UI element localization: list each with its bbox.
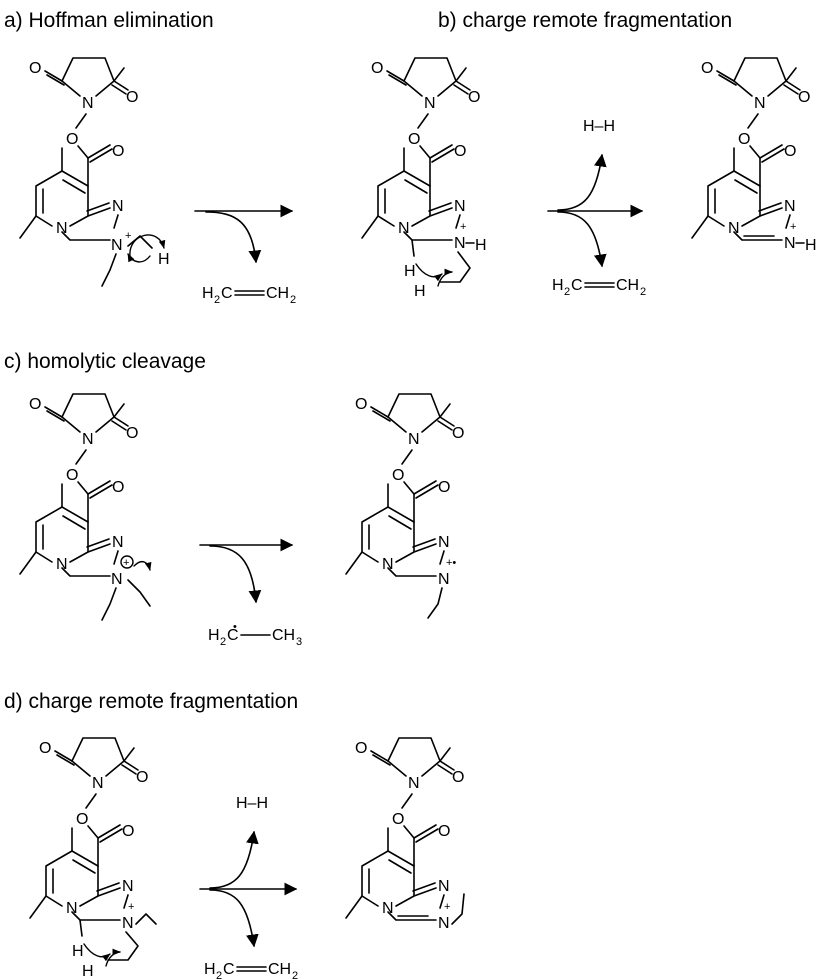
svg-text:2: 2 — [220, 636, 226, 648]
ethene-byproduct — [203, 960, 299, 980]
product-c: N +• — [345, 393, 466, 619]
svg-text:+•: +• — [446, 557, 456, 569]
svg-text:•: • — [233, 621, 237, 633]
svg-text:+: + — [123, 557, 129, 569]
svg-text:C: C — [227, 627, 239, 644]
beta-hydrogen-label: H — [158, 251, 170, 268]
quaternary-nitrogen-label: N — [111, 571, 123, 588]
ethene-byproduct — [201, 284, 297, 307]
intermediate-b: N + H H H — [361, 57, 487, 300]
product-b: N + H — [691, 57, 817, 254]
hydrogen-label: H — [72, 943, 84, 960]
svg-text:CH: CH — [272, 627, 295, 644]
svg-text:+: + — [444, 901, 450, 913]
cationic-nitrogen-label: N — [784, 235, 796, 252]
hydrogen-label: H — [404, 263, 416, 280]
reactant-c: N + — [19, 393, 152, 621]
panel-d-title: d) charge remote fragmentation — [4, 690, 298, 713]
ethyl-radical-byproduct: H 2 C • CH 3 — [208, 621, 302, 648]
hydrogen-label: H — [805, 237, 817, 254]
hydrogen-label: H — [82, 963, 94, 980]
panel-c-title: c) homolytic cleavage — [4, 350, 206, 373]
svg-text:H: H — [208, 627, 220, 644]
reactant-a: N + H — [19, 57, 170, 287]
svg-text:+: + — [460, 221, 466, 233]
ethene-byproduct — [551, 276, 647, 299]
radical-cation-nitrogen-label: N — [438, 571, 450, 588]
svg-text:+: + — [790, 221, 796, 233]
product-d: N + — [345, 737, 466, 932]
svg-text:+: + — [128, 901, 134, 913]
quaternary-nitrogen-label: N — [122, 915, 134, 932]
hydrogen-label: H — [475, 237, 487, 254]
cationic-nitrogen-label: N — [438, 915, 450, 932]
hydrogen-byproduct: H–H — [236, 795, 268, 812]
hydrogen-byproduct: H–H — [583, 118, 615, 135]
panel-b-title: b) charge remote fragmentation — [438, 9, 732, 32]
svg-text:3: 3 — [296, 636, 302, 648]
quaternary-nitrogen-label: N — [111, 237, 123, 254]
hydrogen-label: H — [414, 283, 426, 300]
reactant-d: N + H H — [29, 737, 157, 980]
svg-text:+: + — [125, 230, 131, 242]
panel-a-title: a) Hoffman elimination — [4, 9, 214, 32]
protonated-nitrogen-label: N — [454, 235, 466, 252]
